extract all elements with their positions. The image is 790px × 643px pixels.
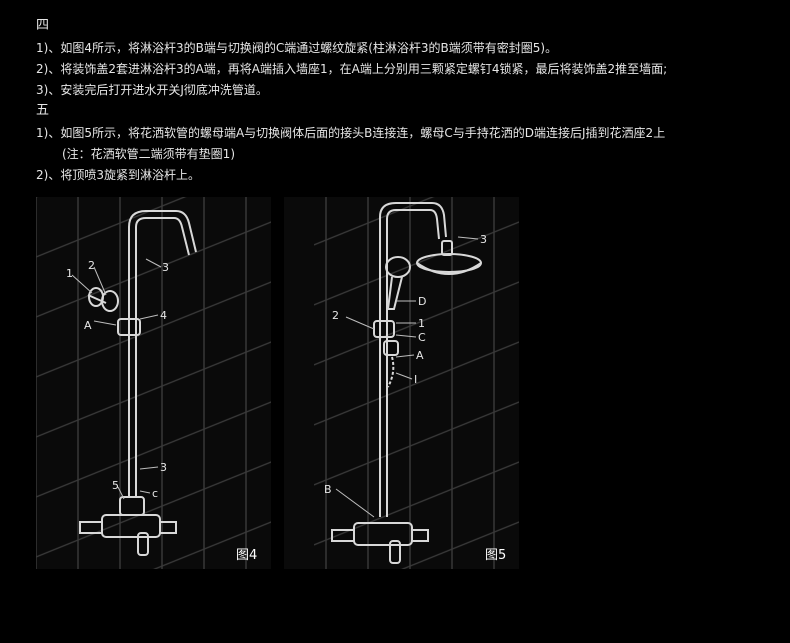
section-4-heading: 四 [36,18,50,33]
fig4-callout-2: 2 [88,259,95,272]
fig5-callout-2: 2 [332,309,339,322]
section-4: 四 1)、如图4所示，将淋浴杆3的B端与切换阀的C端通过螺纹旋紧(柱淋浴杆3的B… [36,15,667,101]
fig5-callout-1: 1 [418,317,425,330]
fig4-callout-3: 3 [162,261,169,274]
figure-5-drawing: 3 2 D 1 C A I B [284,197,519,569]
fig5-callout-c: C [418,331,426,344]
fig4-callout-3-lower: 3 [160,461,167,474]
figure-4-drawing: 1 2 3 4 A 3 5 c [36,197,271,569]
section-4-step-1: 1)、如图4所示，将淋浴杆3的B端与切换阀的C端通过螺纹旋紧(柱淋浴杆3的B端须… [36,41,558,55]
section-5-note: (注：花洒软管二端须带有垫圈1) [62,147,235,161]
figure-5: 3 2 D 1 C A I B 图5 [284,197,519,569]
fig4-callout-c: c [152,487,158,500]
section-4-step-3: 3)、安装完后打开进水开关J彻底冲洗管道。 [36,83,268,97]
fig5-callout-3: 3 [480,233,487,246]
fig5-callout-d: D [418,295,426,308]
fig4-callout-1: 1 [66,267,73,280]
section-5-heading: 五 [36,103,50,118]
figure-5-caption: 图5 [485,548,507,563]
fig5-callout-i: I [414,373,417,386]
section-4-step-2: 2)、将装饰盖2套进淋浴杆3的A端，再将A端插入墙座1，在A端上分别用三颗紧定螺… [36,62,668,76]
fig4-callout-5: 5 [112,479,119,492]
section-5-step-2: 2)、将顶喷3旋紧到淋浴杆上。 [36,168,200,182]
fig4-callout-4: 4 [160,309,167,322]
fig4-callout-a: A [84,319,92,332]
figure-4: 1 2 3 4 A 3 5 c 图4 [36,197,271,569]
section-5-step-1: 1)、如图5所示，将花洒软管的螺母端A与切换阀体后面的接头B连接连，螺母C与手持… [36,126,666,140]
figure-4-caption: 图4 [236,548,258,563]
fig5-callout-a: A [416,349,424,362]
section-5: 五 1)、如图5所示，将花洒软管的螺母端A与切换阀体后面的接头B连接连，螺母C与… [36,100,665,186]
fig5-callout-b: B [324,483,332,496]
